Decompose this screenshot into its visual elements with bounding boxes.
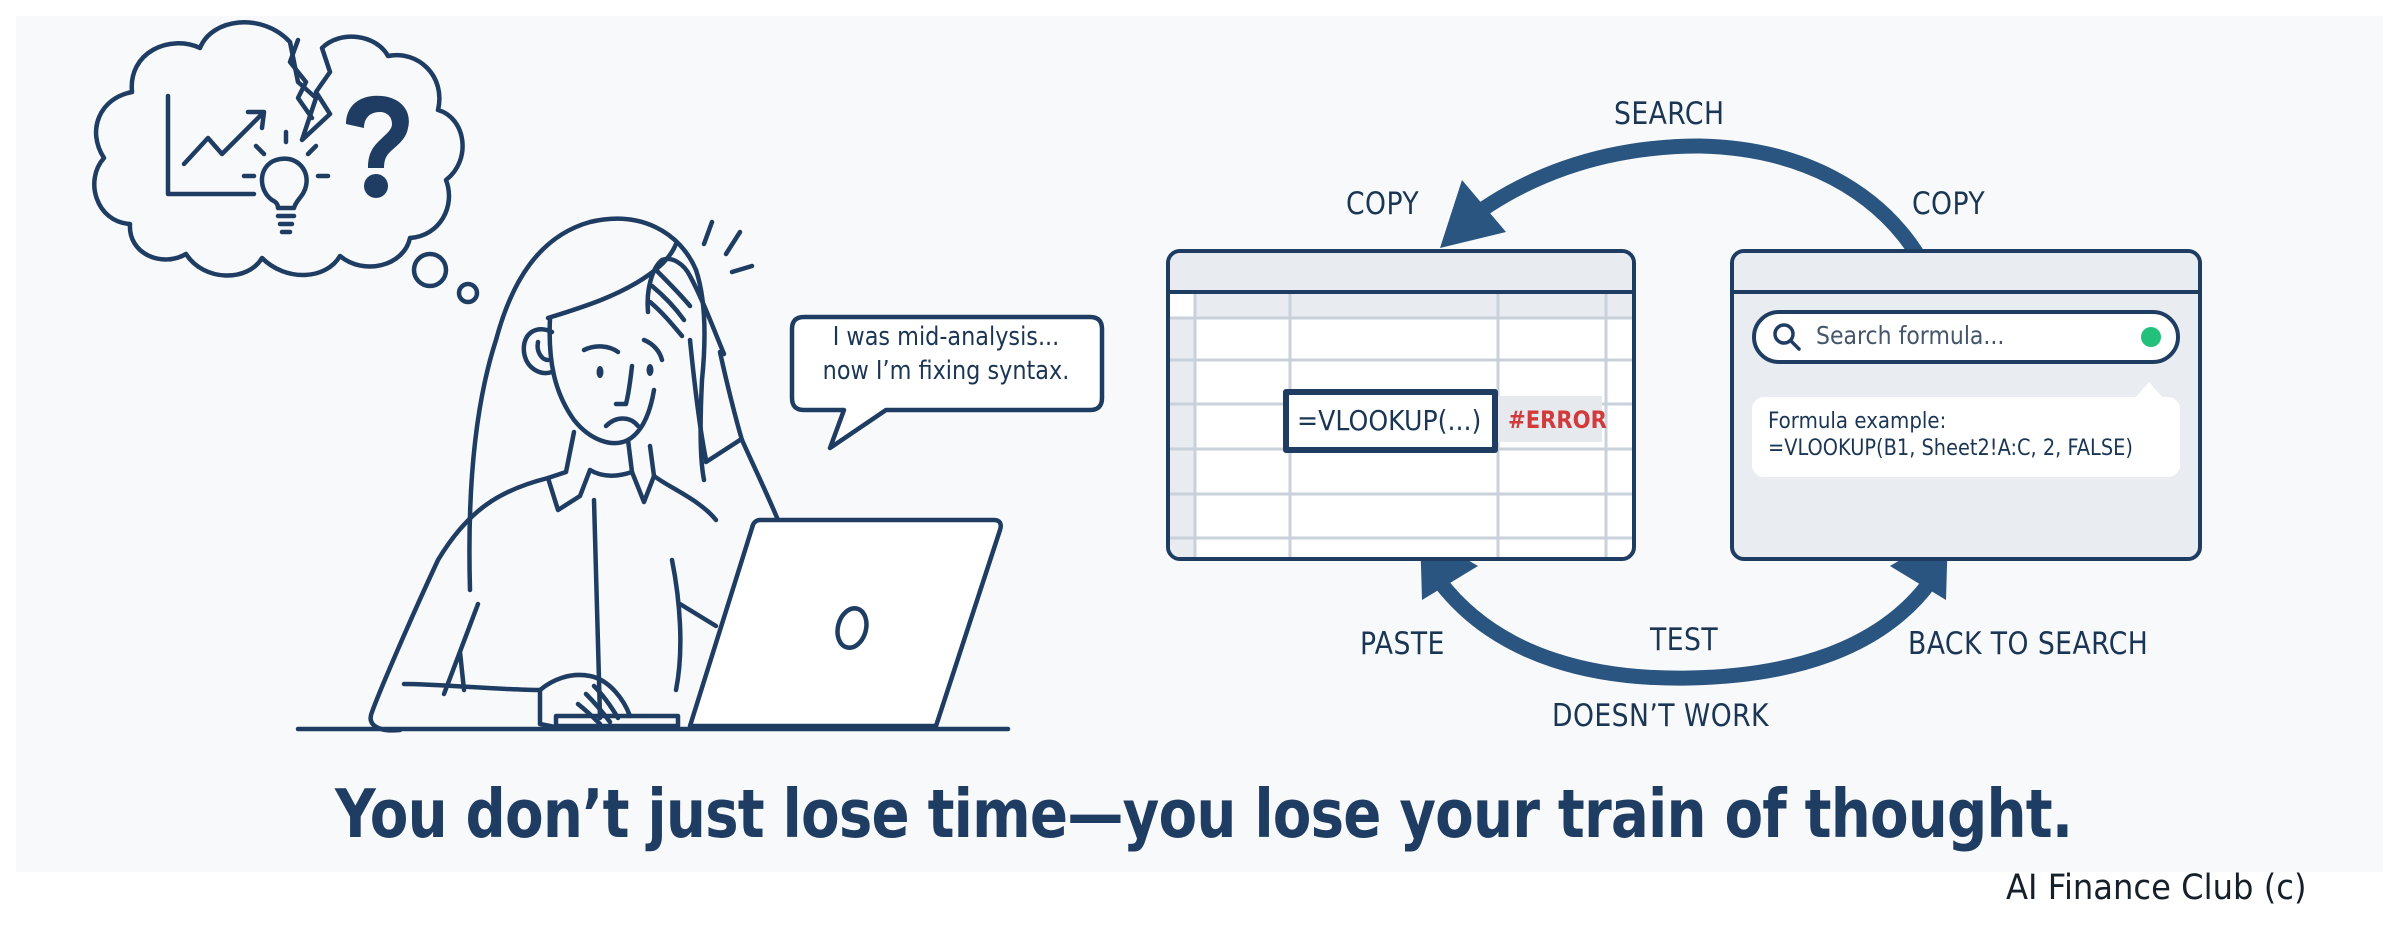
- search-input[interactable]: [1752, 310, 2180, 364]
- frown-mouth: [603, 416, 641, 429]
- search-window-titlebar: [1734, 253, 2198, 294]
- headline: You don’t just lose time—you lose your t…: [335, 775, 2073, 853]
- raised-forearm: [687, 337, 745, 463]
- left-arm: [441, 601, 481, 697]
- tooltip-formula: =VLOOKUP(B1, Sheet2!A:C, 2, FALSE): [1768, 436, 2133, 461]
- eyebrow-left: [581, 344, 621, 355]
- thought-cloud-outline: [92, 20, 465, 278]
- eyebrow-right: [641, 337, 665, 363]
- laptop-lid: [687, 517, 1003, 729]
- laptop-base: [553, 713, 681, 729]
- nose: [613, 363, 635, 407]
- laptop-logo-icon: [835, 606, 869, 650]
- spreadsheet-titlebar: [1170, 253, 1632, 294]
- thought-bubble-small: [456, 281, 480, 305]
- body-right-side: [669, 557, 683, 693]
- line-chart-trend-icon: [181, 111, 265, 167]
- question-mark-icon: [346, 95, 409, 198]
- hair: [467, 216, 707, 593]
- cell-error-text: #ERROR: [1508, 406, 1607, 434]
- lightbulb-icon: [241, 129, 331, 235]
- search-icon: [1773, 323, 1801, 351]
- thought-cloud: [92, 20, 480, 305]
- speech-line-2: now I’m fixing syntax.: [822, 356, 1070, 386]
- ear: [521, 326, 555, 376]
- hand-on-head: [645, 256, 727, 357]
- stress-marks-icon: [701, 219, 755, 275]
- eye-right: [646, 364, 654, 376]
- label-paste: PASTE: [1360, 626, 1445, 662]
- credit-text: AI Finance Club (c): [2006, 868, 2307, 908]
- label-test: TEST: [1650, 622, 1719, 658]
- label-copy-right: COPY: [1912, 186, 1986, 222]
- label-search: SEARCH: [1614, 96, 1725, 132]
- search-arrowhead: [1440, 180, 1506, 248]
- tooltip-title: Formula example:: [1768, 409, 1947, 434]
- speech-bubble-text: I was mid-analysis... now I’m fixing syn…: [812, 320, 1080, 388]
- tooltip-pointer: [2135, 382, 2163, 398]
- label-back-to-search: BACK TO SEARCH: [1908, 626, 2149, 662]
- search-arrow: [1452, 138, 1930, 270]
- speech-bubble: [789, 314, 1105, 451]
- status-dot-icon: [2141, 327, 2161, 347]
- label-doesnt-work: DOESN’T WORK: [1552, 698, 1769, 734]
- label-copy-left: COPY: [1346, 186, 1420, 222]
- selected-formula-cell[interactable]: [1283, 389, 1498, 453]
- error-cell[interactable]: [1498, 396, 1602, 442]
- eye-left: [596, 366, 604, 378]
- speech-line-1: I was mid-analysis...: [832, 322, 1060, 352]
- thought-bubble-large: [411, 251, 449, 289]
- trend-arrowhead-icon: [245, 109, 267, 131]
- typing-hand: [537, 672, 633, 719]
- crack-icon: [287, 37, 315, 121]
- laptop-icon: [687, 517, 1003, 729]
- test-loop-arrow: [1432, 574, 1938, 686]
- formula-tooltip: [1752, 397, 2180, 477]
- torso: [368, 475, 551, 733]
- search-placeholder: Search formula...: [1816, 321, 2005, 350]
- face: [547, 315, 657, 446]
- cell-formula-text: =VLOOKUP(...): [1297, 404, 1482, 437]
- shirt-collar: [545, 429, 657, 513]
- line-chart-axes-icon: [165, 93, 257, 197]
